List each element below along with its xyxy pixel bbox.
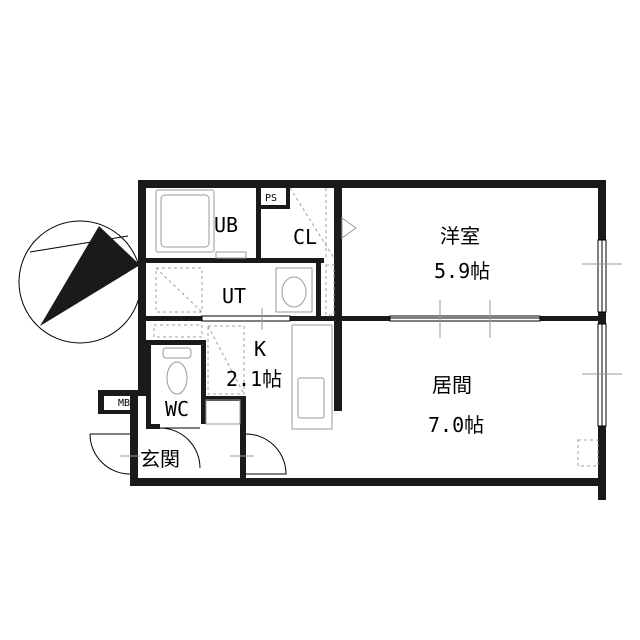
wall-entry-top	[206, 396, 246, 401]
toilet	[162, 347, 192, 395]
wall-left-lower	[130, 395, 138, 485]
wall-mb-bottom	[98, 410, 138, 414]
label-ps: PS	[265, 193, 277, 204]
living-aircon	[577, 439, 599, 467]
windows	[582, 239, 622, 427]
north-arrow-icon	[40, 226, 140, 326]
label-wc: WC	[165, 397, 189, 421]
doors	[89, 427, 287, 475]
wall-left-upper	[138, 180, 146, 395]
wall-mb-left	[98, 390, 104, 414]
wall-wc-top	[146, 340, 206, 345]
wall-entry-right	[240, 396, 246, 486]
wall-top	[138, 180, 606, 188]
label-entrance: 玄関	[140, 447, 180, 471]
label-kitchen-size: 2.1帖	[226, 367, 282, 391]
wall-k-right	[334, 321, 342, 411]
sliding-door	[389, 300, 541, 338]
shoe-cabinet	[205, 399, 241, 425]
label-kitchen: K	[254, 337, 266, 361]
k-door	[245, 433, 287, 475]
label-ub: UB	[214, 213, 238, 237]
label-western-size: 5.9帖	[434, 259, 490, 283]
wall-ps-bottom	[261, 205, 287, 209]
wall-mb-outer	[98, 390, 146, 396]
bathtub	[155, 189, 247, 259]
label-living-size: 7.0帖	[428, 413, 484, 437]
wall-ub-right	[256, 180, 261, 262]
wall-ub-bottom	[146, 258, 324, 263]
compass	[18, 220, 142, 344]
wc-door	[159, 427, 201, 469]
kitchen-counter	[291, 264, 335, 430]
fridge-space	[153, 324, 245, 395]
closet-lines	[289, 187, 357, 259]
wall-cl-right	[334, 180, 342, 320]
washbasin	[275, 267, 313, 313]
ut-door	[201, 308, 291, 330]
wall-ut-bottom2	[290, 316, 390, 321]
label-living: 居間	[432, 373, 472, 397]
wall-bottom	[130, 478, 606, 486]
wall-ut-bottom	[146, 316, 202, 321]
entrance-door	[89, 433, 131, 475]
label-cl: CL	[293, 225, 317, 249]
wall-ut-right	[316, 263, 321, 321]
wall-wc-right	[201, 340, 206, 424]
label-ut: UT	[222, 284, 246, 308]
wall-wc-left	[146, 340, 151, 424]
wall-room-divider	[540, 316, 606, 321]
label-mb: MB	[118, 398, 130, 409]
washer-space	[155, 267, 203, 313]
wall-ps-right	[286, 188, 290, 209]
wall-wc-bottom	[146, 424, 160, 429]
label-western: 洋室	[440, 224, 480, 248]
